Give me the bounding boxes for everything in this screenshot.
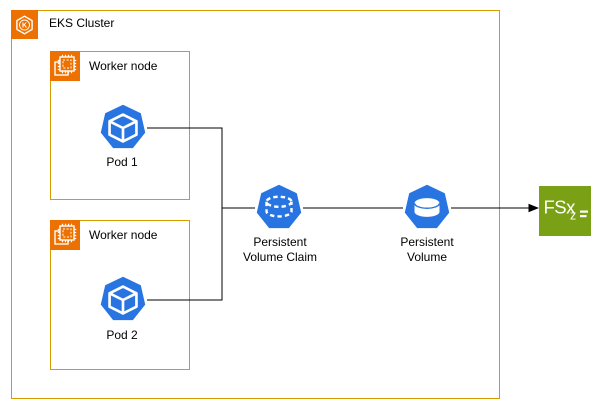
- pod-2-label: Pod 2: [106, 328, 138, 342]
- fsx-icon: FSx z: [539, 186, 591, 236]
- chip-pins-glyph: [57, 223, 77, 243]
- pod-2-icon: [100, 276, 146, 321]
- cube-glyph: [108, 285, 138, 315]
- hexagon-glyph: [16, 15, 33, 35]
- fsx-bar-glyph: [580, 210, 588, 213]
- dashed-cylinder-body-glyph: [265, 201, 293, 218]
- chip-body-glyph: [59, 56, 75, 72]
- fsx-label: FSx: [544, 197, 577, 218]
- worker-node-chip-icon: [50, 51, 80, 81]
- persistent-volume-claim-icon: [256, 184, 302, 229]
- persistent-volume-icon: [404, 184, 450, 229]
- pod-1-label: Pod 1: [106, 155, 138, 169]
- chip-inner-glyph: [62, 59, 72, 69]
- fsx-sub-label: z: [570, 209, 576, 223]
- chip-pins-glyph: [57, 54, 77, 74]
- arrowhead-glyph: [528, 203, 539, 213]
- pv-label-line1: Persistent: [400, 235, 454, 249]
- pvc-label: Persistent Volume Claim: [230, 235, 330, 265]
- eks-icon-letter: K: [22, 23, 27, 30]
- heptagon-glyph: [256, 184, 302, 229]
- cluster-title: EKS Cluster: [49, 16, 115, 30]
- cube-glyph: [108, 113, 138, 143]
- chip-body-glyph: [59, 225, 75, 241]
- worker-node-label-1: Worker node: [89, 59, 158, 73]
- pvc-label-line2: Volume Claim: [242, 250, 318, 264]
- eks-cluster-icon: K: [11, 10, 38, 39]
- eks-cluster-box: [11, 10, 500, 399]
- chip-inner-glyph: [62, 228, 72, 238]
- pv-label-line2: Volume: [406, 250, 448, 264]
- pvc-label-line1: Persistent: [253, 235, 307, 249]
- worker-node-box-1: [50, 51, 190, 200]
- worker-node-chip-icon: [50, 220, 80, 250]
- pv-label: Persistent Volume: [377, 235, 477, 265]
- circle-glyph: [19, 19, 30, 31]
- fsx-bar-glyph: [580, 215, 587, 218]
- pod-1-icon: [100, 104, 146, 149]
- worker-node-label-2: Worker node: [89, 228, 158, 242]
- cylinder-seam-glyph: [413, 203, 441, 209]
